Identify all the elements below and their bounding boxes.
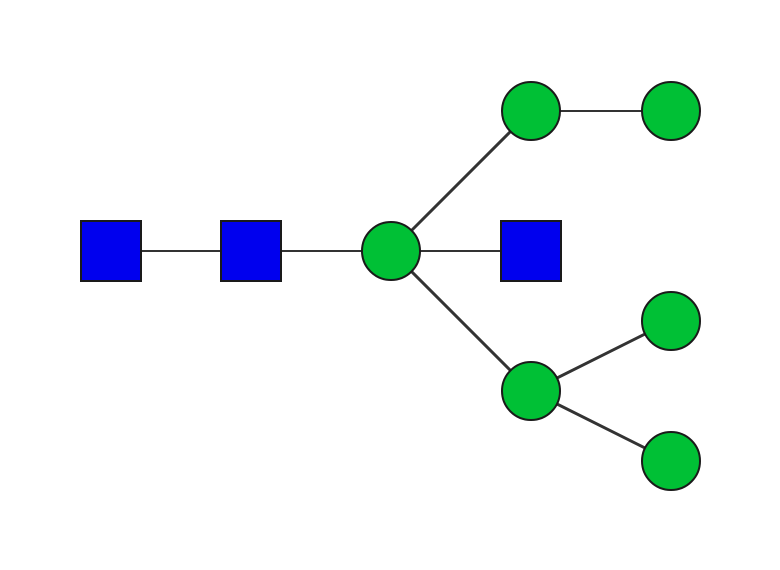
green-circle-node xyxy=(642,432,700,490)
edges-layer xyxy=(111,111,671,461)
blue-square-node xyxy=(221,221,281,281)
blue-square-node xyxy=(501,221,561,281)
green-circle-node xyxy=(362,222,420,280)
green-circle-node xyxy=(642,292,700,350)
green-circle-node xyxy=(642,82,700,140)
green-circle-node xyxy=(502,362,560,420)
blue-square-node xyxy=(81,221,141,281)
green-circle-node xyxy=(502,82,560,140)
